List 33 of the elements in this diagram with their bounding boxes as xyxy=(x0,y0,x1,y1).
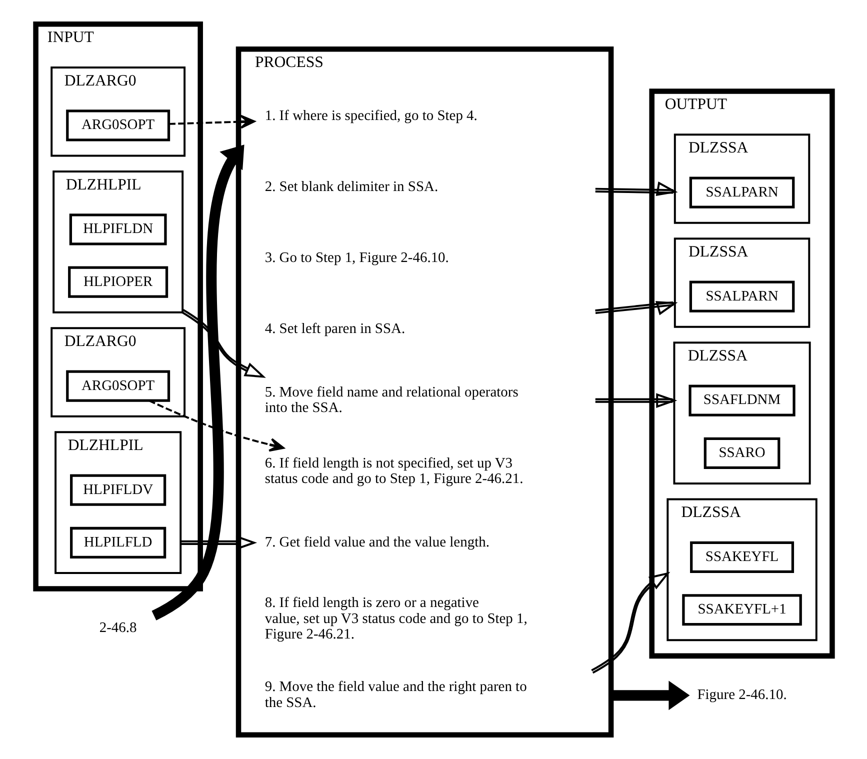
node-box: ARG0SOPT xyxy=(66,370,170,402)
arrow xyxy=(594,301,678,316)
node-box: HLPIOPER xyxy=(68,266,168,298)
node-text: 8. If field length is zero or a negative value, set up V3 status code and go to Step 1, Figure 2-46.21. xyxy=(264,594,527,643)
node-box: SSALPARN xyxy=(688,176,794,208)
node-text: 3. Go to Step 1, Figure 2-46.10. xyxy=(264,250,448,266)
node-text: 1. If where is specified, go to Step 4. xyxy=(264,108,477,124)
arrow xyxy=(168,114,255,129)
node-box: HLPILFLD xyxy=(70,526,166,559)
arrow xyxy=(151,144,244,620)
arrow xyxy=(148,400,284,452)
node-box: ARG0SOPT xyxy=(66,110,170,142)
node-text: 6. If field length is not specified, set up V3 status code and go to Step 1, Figure 2-46.21. xyxy=(264,455,523,488)
node-box: SSAKEYFL+1 xyxy=(682,594,802,626)
node-text: 5. Move field name and relational operators into the SSA. xyxy=(264,384,518,416)
node-box: SSALPARN xyxy=(688,280,794,312)
arrow xyxy=(594,393,677,408)
node-box: HLPIFLDV xyxy=(70,474,166,506)
node-box: SSARO xyxy=(703,437,780,470)
arrow xyxy=(180,535,257,550)
arrow xyxy=(180,309,266,378)
arrow xyxy=(610,680,690,710)
node-text: Figure 2-46.10. xyxy=(696,687,786,704)
arrow xyxy=(594,181,678,196)
node-text: 4. Set left paren in SSA. xyxy=(264,321,405,338)
node-box: SSAFLDNM xyxy=(688,384,795,416)
node-text: 9. Move the field value and the right paren to the SSA. xyxy=(264,679,526,712)
node-text: 2-46.8 xyxy=(98,620,136,636)
node-text: 2. Set blank delimiter in SSA. xyxy=(264,178,438,195)
node-text: 7. Get field value and the value length. xyxy=(264,534,489,550)
node-box: HLPIFLDN xyxy=(68,214,166,246)
node-box: SSAKEYFL xyxy=(690,541,794,573)
arrow xyxy=(590,572,670,674)
